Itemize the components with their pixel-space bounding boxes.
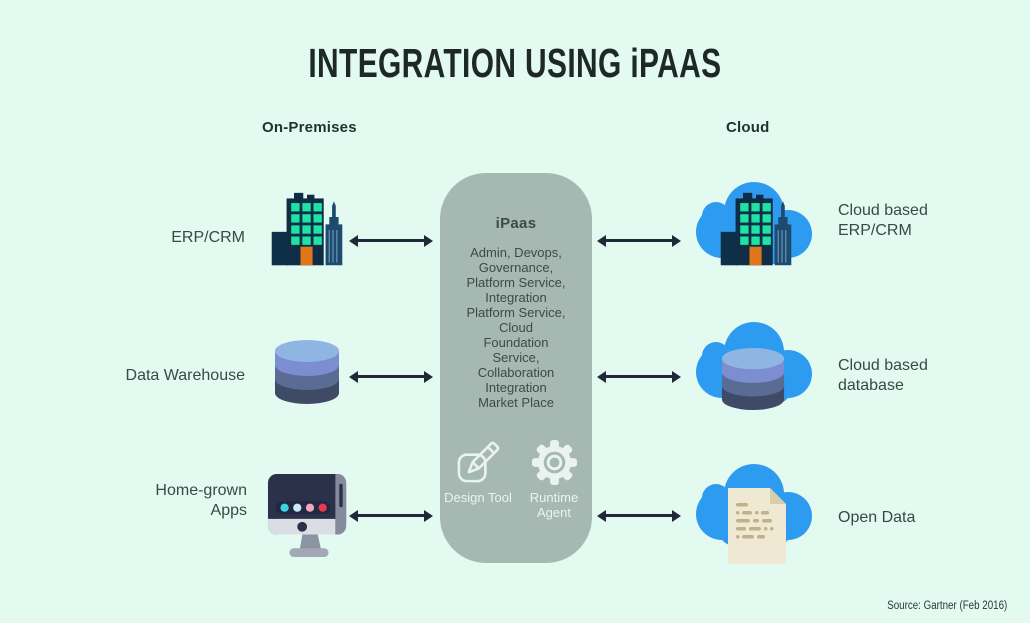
- open-data-label: Open Data: [838, 509, 916, 526]
- arrow-ipaas-to-cloud-erp: [597, 234, 681, 247]
- runtime-agent-label: Runtime Agent: [529, 490, 579, 520]
- cloud-header: Cloud: [726, 119, 770, 136]
- design-tool: Design Tool: [444, 439, 512, 520]
- office-building-icon: [268, 192, 346, 268]
- data-warehouse-label: Data Warehouse: [125, 367, 245, 384]
- ipaas-panel: iPaas Admin, Devops, Governance, Platfor…: [440, 173, 592, 563]
- pencil-icon: [455, 439, 502, 486]
- ipaas-heading: iPaas: [495, 215, 537, 232]
- cloud-building-icon: [717, 192, 795, 268]
- ipaas-services-list: Admin, Devops, Governance, Platform Serv…: [466, 245, 566, 410]
- cloud-document-icon: [728, 488, 786, 564]
- desktop-computer-icon: [266, 474, 352, 558]
- database-icon: [271, 338, 343, 406]
- cloud-database-icon: [718, 346, 788, 412]
- cloud-database-label: Cloud based database: [838, 357, 928, 394]
- runtime-agent: Runtime Agent: [520, 439, 588, 520]
- erp-crm-label: ERP/CRM: [171, 229, 245, 246]
- arrow-apps-to-ipaas: [349, 509, 433, 522]
- page-title: INTEGRATION USING iPAAS: [308, 40, 722, 86]
- arrow-warehouse-to-ipaas: [349, 370, 433, 383]
- design-tool-label: Design Tool: [444, 490, 512, 505]
- on-premises-header: On-Premises: [262, 119, 357, 136]
- arrow-ipaas-to-open-data: [597, 509, 681, 522]
- arrow-erp-to-ipaas: [349, 234, 433, 247]
- gear-icon: [531, 439, 578, 486]
- cloud-erp-crm-label: Cloud based ERP/CRM: [838, 202, 928, 239]
- ipaas-tools: Design Tool Runtime Agent: [440, 439, 592, 520]
- home-grown-apps-label: Home-grown Apps: [155, 482, 247, 519]
- source-note: Source: Gartner (Feb 2016): [886, 600, 1007, 612]
- arrow-ipaas-to-cloud-db: [597, 370, 681, 383]
